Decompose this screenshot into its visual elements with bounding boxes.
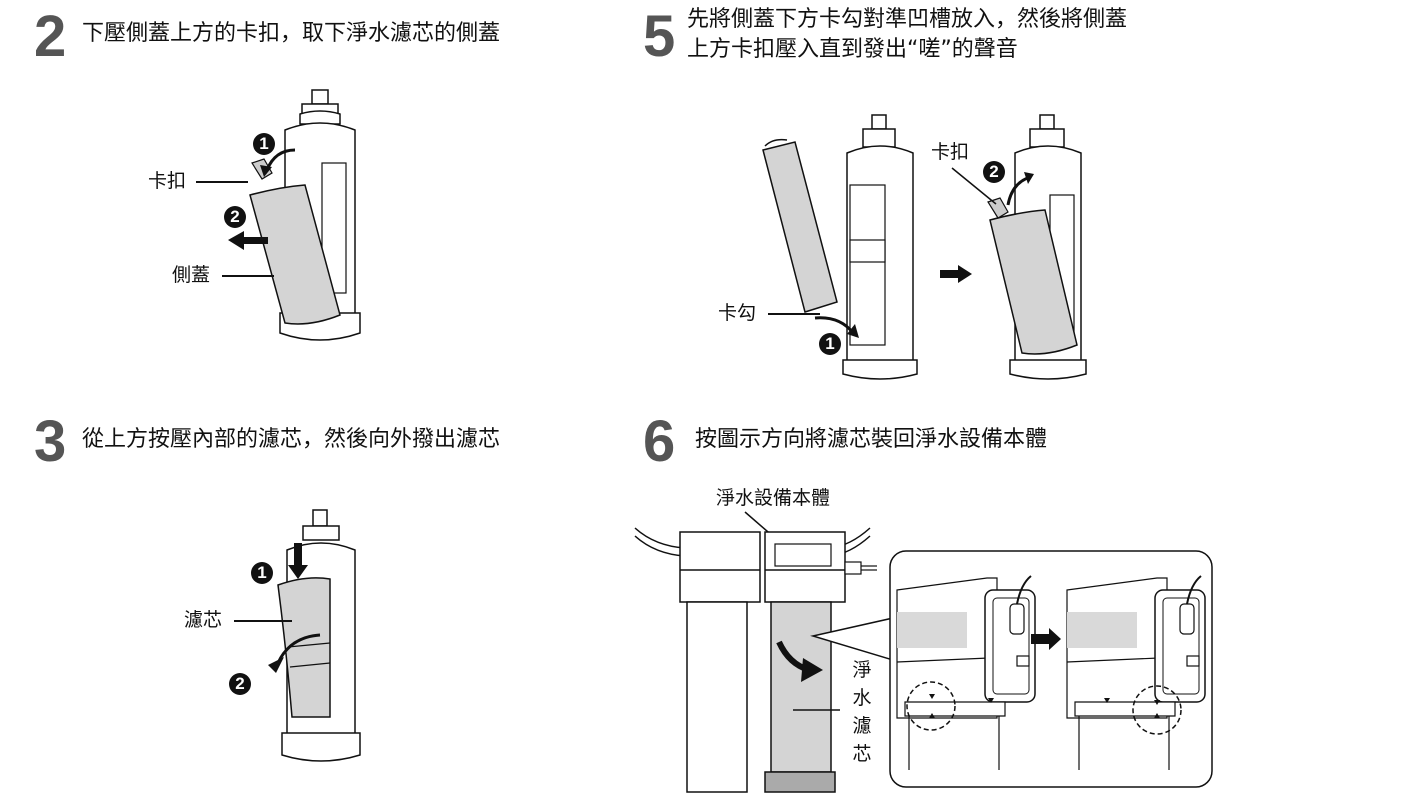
unit-body-label: 淨水設備本體 [716,487,831,509]
step-3-number: 3 [34,409,67,474]
side-cover-label: 側蓋 [172,264,211,286]
step-5-illustration-after [987,114,1087,380]
hook-leader-line [768,313,820,315]
step-5-badge-2: 2 [983,161,1005,183]
step-3-badge-1: 1 [251,562,273,584]
step-3-illustration [268,509,361,762]
filter-cartridge-label-char-4: 芯 [852,743,872,765]
side-cover-leader-line [222,275,274,277]
step-5-badge-1: 1 [819,333,841,355]
hook-label: 卡勾 [718,302,757,324]
cartridge-leader-line [234,620,292,622]
step-5-title-line2: 上方卡扣壓入直到發出“嗟”的聲音 [687,37,1018,62]
cartridge-label: 濾芯 [184,609,223,631]
step-5-illustration-before [762,114,918,380]
step-6-title: 按圖示方向將濾芯裝回淨水設備本體 [695,427,1048,452]
latch-label: 卡扣 [148,170,187,192]
latch-leader-line-step-5 [951,167,997,205]
step-3-title: 從上方按壓內部的濾芯，然後向外撥出濾芯 [82,427,501,452]
latch-leader-line [196,181,248,183]
step-3-badge-2: 2 [229,673,251,695]
step-6-detail-callout [889,550,1213,788]
step-2-illustration [228,89,361,341]
step-6-number: 6 [643,409,676,474]
step-2-badge-1: 1 [253,133,275,155]
side-cover-shape [249,184,341,325]
filter-cartridge-label-char-1: 淨 [852,659,872,681]
step-2-badge-2: 2 [224,206,246,228]
filter-cartridge-label-char-2: 水 [852,687,872,709]
step-2-number: 2 [34,4,67,69]
filter-cartridge-label-char-3: 濾 [852,715,872,737]
latch-label-step-5: 卡扣 [931,141,970,163]
step-2-title: 下壓側蓋上方的卡扣，取下淨水濾芯的側蓋 [82,21,501,46]
detail-before [896,575,1036,770]
cartridge-shape [277,577,331,718]
step-6-unit-illustration [634,511,894,793]
step-5-number: 5 [643,4,676,69]
filter-cartridge-shape [770,601,832,773]
detail-after [1066,575,1206,770]
step-5-title-line1: 先將側蓋下方卡勾對準凹槽放入，然後將側蓋 [687,7,1128,32]
step-arrow-right [940,265,972,283]
